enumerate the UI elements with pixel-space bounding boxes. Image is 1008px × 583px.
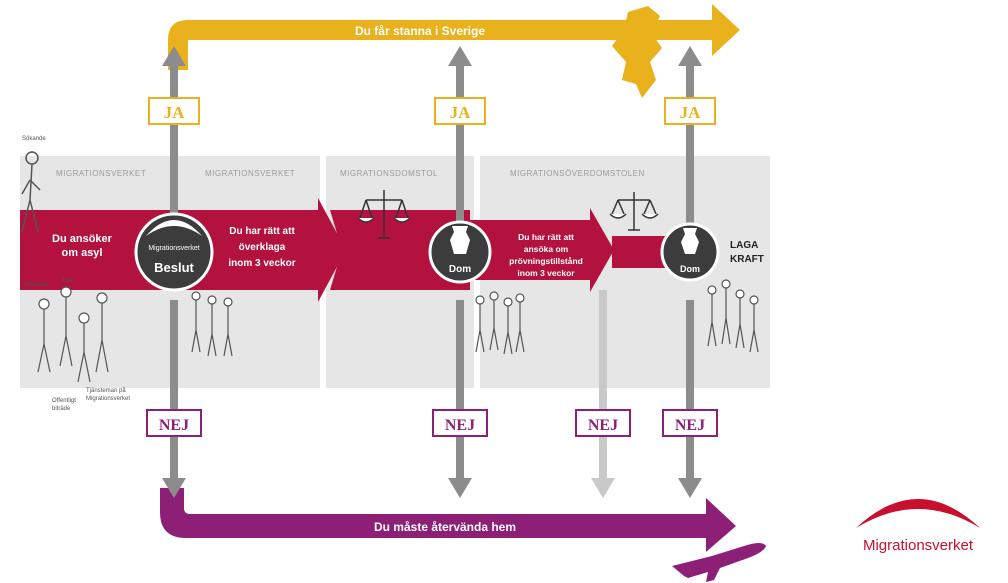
bottom-flow-label: Du måste återvända hem (374, 520, 516, 534)
applicant-label: Sökande (22, 136, 46, 142)
migrationsverket-arch-icon (146, 220, 202, 236)
group-figures-icon (37, 286, 109, 383)
step-leave-line-3: prövningstillstånd (509, 256, 583, 266)
decision-label: Beslut (154, 260, 194, 275)
applicant2-label: Sökande (24, 282, 48, 288)
step-appeal-line-3: inom 3 veckor (228, 258, 295, 269)
svg-text:NEJ: NEJ (588, 417, 618, 434)
supreme-court-people-icon (707, 279, 759, 353)
yes-badge-3: JA (664, 97, 716, 125)
applicant-figure-icon (21, 151, 41, 233)
down-arrow-4 (678, 300, 702, 498)
section-label-1: MIGRATIONSVERKET (56, 169, 146, 178)
judge-icon-2 (681, 228, 699, 254)
judgment-label-1: Dom (449, 264, 471, 275)
svg-text:JA: JA (164, 103, 186, 122)
yes-badge-2: JA (434, 97, 486, 125)
judge-icon-1 (450, 226, 470, 254)
brand-name: Migrationsverket (863, 537, 974, 554)
final-line-1: LAGA (730, 240, 758, 251)
officials-label-1: Tjänsteman på (86, 387, 126, 394)
scales-icon-1 (357, 190, 411, 239)
sweden-map-icon (612, 6, 662, 98)
interpreter-label: Tolk (62, 278, 74, 284)
counsel-label-1: Offentligt (52, 398, 76, 404)
bottom-flow-arrow (160, 488, 736, 552)
section-label-4: MIGRATIONSÖVERDOMSTOLEN (510, 169, 645, 178)
court-people-icon (475, 291, 525, 355)
decision-people-icon (191, 291, 233, 357)
down-arrow-2 (448, 300, 472, 498)
up-arrow-3 (678, 46, 702, 242)
officials-label-2: Migrationsverket (86, 396, 130, 402)
up-arrow-2 (448, 46, 472, 242)
airplane-icon (672, 543, 766, 582)
no-badge-3: NEJ (575, 409, 631, 437)
svg-text:JA: JA (680, 103, 702, 122)
down-arrow-3 (591, 290, 615, 498)
svg-text:NEJ: NEJ (675, 417, 705, 434)
judgment-label-2: Dom (680, 264, 700, 274)
no-badge-2: NEJ (432, 409, 488, 437)
step-apply-line-1: Du ansöker (52, 233, 113, 245)
no-badge-1: NEJ (146, 409, 202, 437)
decision-logo-text: Migrationsverket (148, 245, 199, 252)
no-badge-4: NEJ (662, 409, 718, 437)
step-appeal-line-1: Du har rätt att (229, 226, 295, 237)
svg-text:JA: JA (450, 103, 472, 122)
counsel-label-2: biträde (52, 406, 71, 412)
brand-logo: Migrationsverket (856, 499, 980, 554)
step-appeal-line-2: överklaga (239, 242, 286, 253)
up-arrow-1 (162, 46, 186, 242)
top-flow-arrow (168, 4, 740, 70)
top-flow-label: Du får stanna i Sverige (355, 24, 485, 38)
final-line-2: KRAFT (730, 254, 764, 265)
step-leave-line-2: ansöka om (524, 244, 569, 254)
step-apply-line-2: om asyl (62, 247, 103, 259)
svg-text:NEJ: NEJ (159, 417, 189, 434)
step-leave-line-4: inom 3 veckor (517, 268, 575, 278)
yes-badge-1: JA (148, 97, 200, 125)
svg-text:NEJ: NEJ (445, 417, 475, 434)
main-flow-arrow-3 (470, 208, 614, 292)
section-label-3: MIGRATIONSDOMSTOL (340, 169, 438, 178)
judgment-circle-2: Dom (660, 222, 720, 282)
judgment-circle-1: Dom (428, 220, 492, 284)
section-label-2: MIGRATIONSVERKET (205, 169, 295, 178)
step-leave-line-1: Du har rätt att (518, 232, 574, 242)
decision-circle: Migrationsverket Beslut (134, 212, 214, 292)
brand-arch-icon (856, 499, 980, 528)
down-arrow-1 (162, 300, 186, 498)
scales-icon-2 (609, 192, 659, 231)
